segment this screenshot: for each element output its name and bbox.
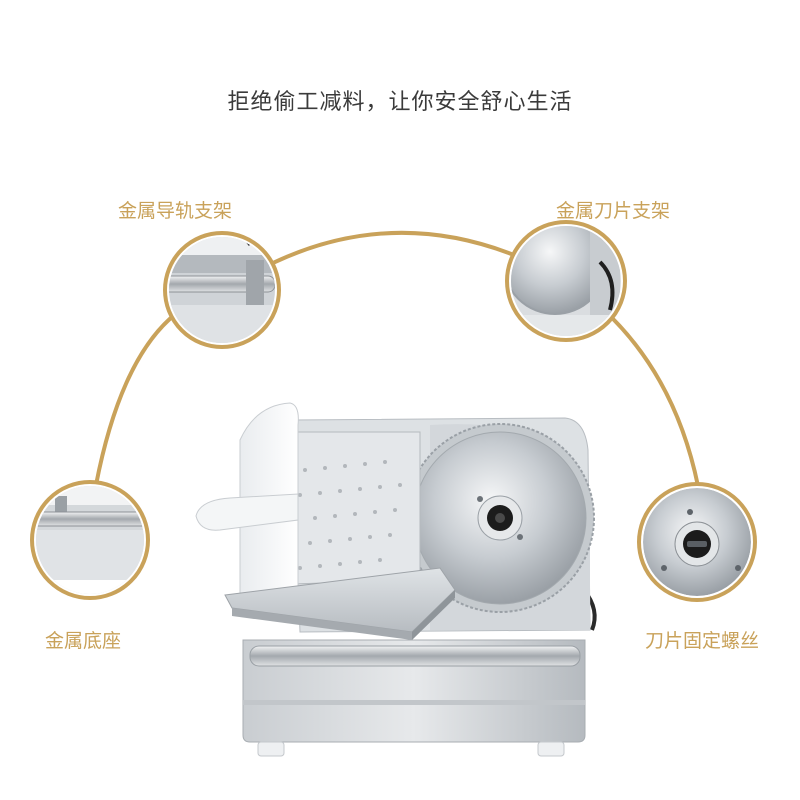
callout-label-metal-base: 金属底座 xyxy=(45,630,122,652)
callout-photo-metal-base xyxy=(30,480,150,600)
headline: 拒绝偷工减料，让你安全舒心生活 xyxy=(227,90,573,115)
callout-photo-blade-screw xyxy=(637,482,757,602)
slicer-product-image xyxy=(195,402,597,757)
callout-label-rail-bracket: 金属导轨支架 xyxy=(118,200,233,222)
callout-label-blade-screw: 刀片固定螺丝 xyxy=(645,630,760,652)
callout-label-blade-bracket: 金属刀片支架 xyxy=(556,200,671,222)
callout-photo-blade-bracket xyxy=(505,220,627,342)
callout-photo-rail-bracket xyxy=(163,231,281,349)
